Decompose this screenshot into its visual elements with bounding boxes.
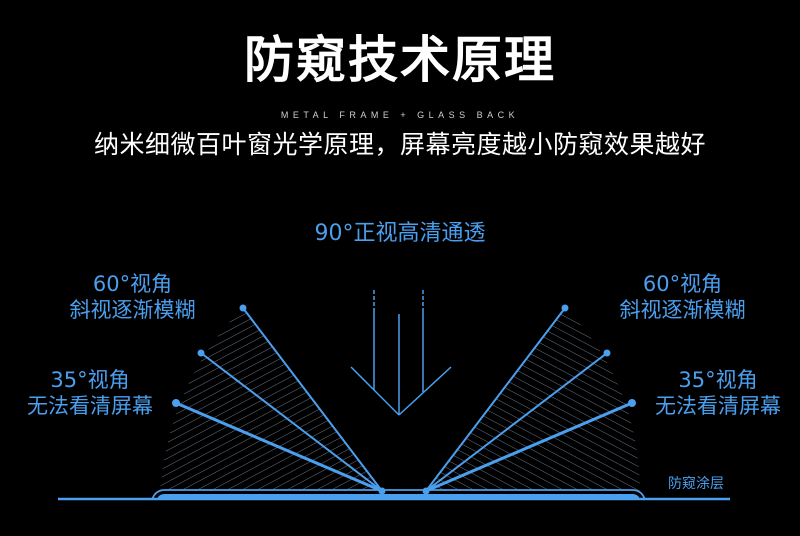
right-60-desc: 斜视逐渐模糊 [619,298,746,322]
down-arrow-icon [350,290,452,416]
left-60-angle: 60°视角 [92,272,173,296]
subtitle-english: METAL FRAME + GLASS BACK [280,110,520,120]
right-35-angle: 35°视角 [678,368,758,392]
coating-label: 防窥涂层 [668,476,724,492]
subtitle-chinese: 纳米细微百叶窗光学原理，屏幕亮度越小防窥效果越好 [93,130,706,159]
right-60-angle: 60°视角 [642,272,723,296]
right-hatched-zone [426,308,640,491]
screen-base [58,489,730,501]
right-35-desc: 无法看清屏幕 [655,394,781,418]
left-hatched-zone [160,308,382,491]
page-title: 防窥技术原理 [244,31,556,89]
left-60-desc: 斜视逐渐模糊 [69,298,196,322]
left-35-angle: 35°视角 [50,368,130,392]
center-view-label: 90°正视高清通透 [314,221,486,246]
left-35-desc: 无法看清屏幕 [27,394,153,418]
